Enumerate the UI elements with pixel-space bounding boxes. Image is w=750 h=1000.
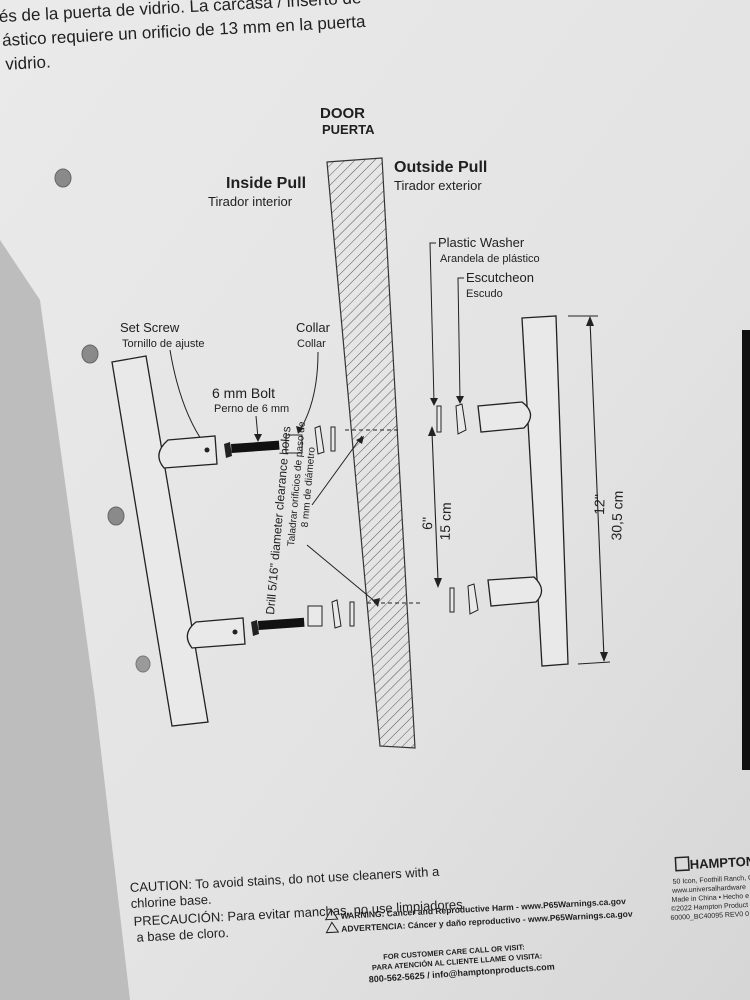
plastic-washer-leader bbox=[429, 242, 436, 403]
outside-pull-bar bbox=[521, 315, 569, 667]
door-label: DOOR bbox=[320, 105, 365, 122]
washer-part bbox=[314, 425, 325, 455]
plastic-washer-label-es: Arandela de plástico bbox=[440, 253, 540, 265]
escutcheon-leader bbox=[457, 277, 464, 401]
arrowhead bbox=[456, 396, 464, 404]
inside-pull-upper-post bbox=[158, 435, 218, 469]
collar-leader bbox=[299, 351, 319, 431]
punch-hole bbox=[135, 655, 151, 673]
set-screw-hole bbox=[204, 447, 210, 453]
right-edge-strip bbox=[742, 330, 750, 770]
bolt-head bbox=[224, 442, 232, 458]
bolt-shaft bbox=[258, 617, 305, 630]
bolt-head bbox=[251, 620, 259, 636]
dim-12-text: 12" 30,5 cm bbox=[591, 490, 626, 540]
set-screw-label: Set Screw bbox=[120, 320, 180, 335]
bolt-shaft bbox=[230, 440, 280, 453]
collar-label-es: Collar bbox=[297, 338, 326, 350]
brand-line-3: Made in China • Hecho e bbox=[671, 893, 749, 904]
set-screw-label-es: Tornillo de ajuste bbox=[122, 338, 205, 350]
escutcheon-label-es: Escudo bbox=[466, 288, 503, 300]
set-screw-hole bbox=[232, 629, 238, 635]
arrowhead bbox=[428, 426, 436, 436]
arrowhead bbox=[434, 578, 442, 588]
inside-pull-label: Inside Pull bbox=[226, 175, 306, 192]
dim-6-metric: 15 cm bbox=[437, 502, 454, 541]
door-section bbox=[326, 157, 416, 749]
inside-pull-bar bbox=[111, 355, 209, 727]
punch-hole bbox=[54, 168, 72, 188]
hampton-logo-icon bbox=[674, 856, 690, 872]
intro-line-3: vidrio. bbox=[5, 52, 51, 73]
caution-line-4: a base de cloro. bbox=[136, 925, 229, 945]
arrowhead bbox=[586, 316, 594, 326]
dim-12-imperial: 12" bbox=[591, 494, 608, 515]
dim-6-line bbox=[431, 431, 439, 581]
outside-pull-upper-post bbox=[477, 401, 532, 433]
brand-line-2: www.universalhardware bbox=[671, 884, 746, 895]
collar-part bbox=[307, 605, 323, 627]
arrowhead bbox=[296, 426, 304, 434]
washer-part bbox=[349, 601, 355, 627]
bolt-label-es: Perno de 6 mm bbox=[214, 403, 289, 415]
punch-hole bbox=[107, 506, 125, 526]
arrowhead bbox=[430, 398, 438, 406]
washer-part bbox=[331, 599, 342, 629]
escutcheon-part bbox=[455, 403, 467, 435]
washer-part bbox=[330, 426, 336, 452]
door-label-es: PUERTA bbox=[322, 122, 375, 137]
dim-6-text: 6" 15 cm bbox=[419, 502, 454, 541]
brand-name: HAMPTON bbox=[689, 854, 750, 872]
brand-line-5: 60000_BC40095 REV0 0 bbox=[670, 911, 749, 922]
arrowhead bbox=[600, 652, 608, 662]
outside-pull-label: Outside Pull bbox=[394, 159, 487, 176]
dim-12-line bbox=[589, 319, 605, 659]
arrowhead bbox=[372, 598, 380, 607]
collar-label: Collar bbox=[296, 320, 331, 335]
arrowhead bbox=[254, 434, 262, 442]
inside-pull-lower-post bbox=[186, 617, 246, 649]
escutcheon-label: Escutcheon bbox=[466, 270, 534, 285]
dim-6-imperial: 6" bbox=[419, 517, 435, 530]
dim-12-metric: 30,5 cm bbox=[608, 490, 626, 540]
outside-pull-label-es: Tirador exterior bbox=[394, 178, 482, 193]
plastic-washer-part bbox=[436, 405, 442, 433]
warning-triangle-icon bbox=[325, 921, 340, 934]
brand-line-1: 50 Icon, Foothill Ranch, C bbox=[672, 875, 750, 886]
punch-hole bbox=[81, 344, 99, 364]
plastic-washer-part bbox=[449, 587, 455, 613]
drill-leader-lower bbox=[306, 544, 379, 605]
warning-triangle-icon bbox=[324, 908, 339, 921]
bolt-label: 6 mm Bolt bbox=[212, 385, 275, 401]
collar-part bbox=[285, 434, 303, 454]
arrowhead bbox=[356, 436, 364, 444]
escutcheon-part bbox=[467, 583, 479, 615]
dim-12-ext-bottom bbox=[577, 661, 611, 665]
outside-pull-lower-post bbox=[487, 576, 543, 607]
inside-pull-label-es: Tirador interior bbox=[208, 194, 293, 209]
plastic-washer-label: Plastic Washer bbox=[438, 235, 525, 250]
caution-line-2: chlorine base. bbox=[130, 892, 212, 911]
drill-leader-upper bbox=[311, 435, 363, 506]
